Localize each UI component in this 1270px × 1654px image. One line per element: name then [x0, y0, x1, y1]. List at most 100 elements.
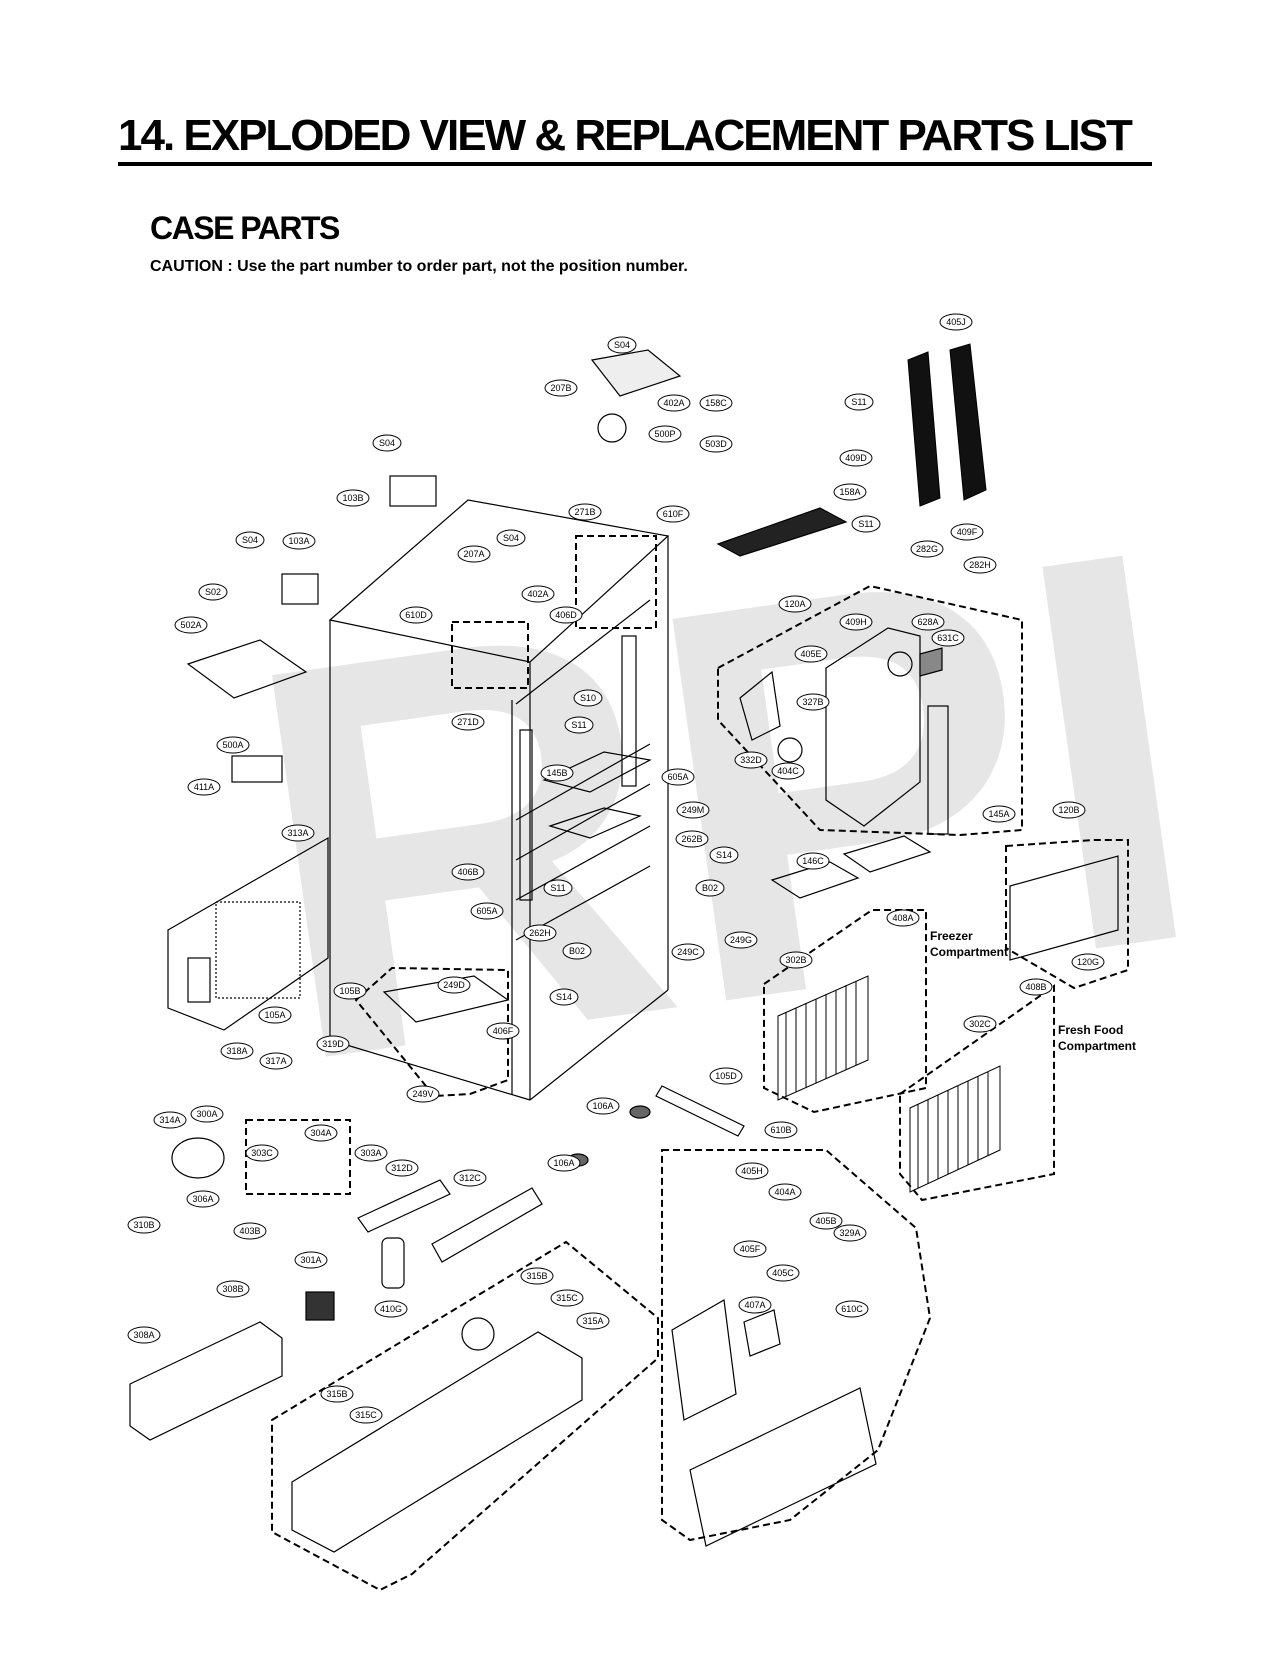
svg-text:610D: 610D	[405, 610, 427, 620]
svg-text:405C: 405C	[772, 1268, 794, 1278]
svg-text:249G: 249G	[730, 935, 752, 945]
part-label: 405F	[733, 1240, 767, 1258]
part-label: S11	[564, 716, 594, 734]
part-label: S10	[573, 689, 603, 707]
group-249v	[354, 966, 509, 1098]
part-label: 610D	[399, 606, 433, 624]
svg-text:409F: 409F	[957, 527, 978, 537]
back-panel	[167, 836, 329, 1031]
part-label: 605A	[661, 768, 695, 786]
svg-text:408A: 408A	[892, 913, 913, 923]
part-label: 312C	[453, 1169, 487, 1187]
part-label: 304A	[304, 1124, 338, 1142]
part-label: 318A	[220, 1042, 254, 1060]
svg-text:319D: 319D	[322, 1039, 344, 1049]
svg-text:408B: 408B	[1025, 982, 1046, 992]
svg-text:308A: 308A	[133, 1330, 154, 1340]
part-label: 310B	[127, 1216, 161, 1234]
group-271b	[575, 535, 657, 629]
part-label: 106A	[547, 1154, 581, 1172]
part-label: S11	[851, 515, 881, 533]
part-label: S11	[844, 393, 874, 411]
part-label: 249C	[671, 943, 705, 961]
svg-text:105A: 105A	[264, 1010, 285, 1020]
svg-text:405F: 405F	[740, 1244, 761, 1254]
group-271d	[451, 621, 529, 689]
part-label: 404C	[771, 762, 805, 780]
part-label: 406B	[451, 863, 485, 881]
part-label: S04	[607, 336, 637, 354]
svg-text:402A: 402A	[663, 398, 684, 408]
svg-text:315B: 315B	[326, 1389, 347, 1399]
svg-text:303C: 303C	[251, 1148, 273, 1158]
svg-text:B02: B02	[702, 883, 718, 893]
part-label: 405E	[794, 645, 828, 663]
part-label: 405C	[766, 1264, 800, 1282]
part-label: 300A	[190, 1105, 224, 1123]
part-label: 315C	[349, 1406, 383, 1424]
svg-text:282G: 282G	[916, 544, 938, 554]
svg-text:406D: 406D	[555, 610, 577, 620]
svg-text:282H: 282H	[969, 560, 991, 570]
svg-text:S04: S04	[614, 340, 630, 350]
part-label: 502A	[174, 616, 208, 634]
svg-text:B02: B02	[569, 946, 585, 956]
part-label: 262H	[523, 924, 557, 942]
svg-text:103A: 103A	[288, 536, 309, 546]
svg-text:312C: 312C	[459, 1173, 481, 1183]
svg-text:404A: 404A	[774, 1187, 795, 1197]
part-label: 402A	[521, 585, 555, 603]
svg-text:409H: 409H	[845, 617, 867, 627]
part-label: 103B	[336, 489, 370, 507]
part-label: S02	[198, 583, 228, 601]
svg-text:249D: 249D	[443, 980, 465, 990]
svg-text:631C: 631C	[937, 633, 959, 643]
part-label: 249M	[676, 801, 710, 819]
part-label: 308A	[127, 1326, 161, 1344]
part-label: 120A	[778, 595, 812, 613]
part-label: 106A	[586, 1097, 620, 1115]
fan-assembly-120a	[739, 627, 949, 835]
part-label: 302B	[779, 951, 813, 969]
svg-text:312D: 312D	[391, 1163, 413, 1173]
svg-text:304A: 304A	[310, 1128, 331, 1138]
svg-text:S11: S11	[858, 519, 873, 529]
compartment-annotations: Freezer Compartment Fresh Food Compartme…	[930, 929, 1136, 1053]
part-label: 405J	[939, 313, 973, 331]
part-label: 303C	[245, 1144, 279, 1162]
svg-text:S14: S14	[556, 992, 572, 1002]
part-label: 628A	[911, 613, 945, 631]
part-label: 610B	[764, 1121, 798, 1139]
part-label: 120G	[1071, 953, 1105, 971]
svg-text:405H: 405H	[741, 1166, 763, 1176]
svg-text:407A: 407A	[744, 1300, 765, 1310]
part-label: 329A	[833, 1224, 867, 1242]
svg-text:S11: S11	[550, 883, 565, 893]
svg-text:502A: 502A	[180, 620, 201, 630]
group-315a	[271, 1240, 659, 1592]
svg-text:306A: 306A	[192, 1194, 213, 1204]
svg-text:405B: 405B	[815, 1216, 836, 1226]
svg-text:105B: 105B	[339, 986, 360, 996]
svg-text:410G: 410G	[380, 1304, 402, 1314]
svg-text:262B: 262B	[681, 834, 702, 844]
misc-parts	[129, 349, 1119, 1553]
dashed-group-outlines	[245, 535, 1129, 1592]
svg-text:S02: S02	[205, 587, 221, 597]
group-302c	[899, 984, 1055, 1202]
part-label: 303A	[354, 1144, 388, 1162]
part-label: 145A	[982, 805, 1016, 823]
svg-text:106A: 106A	[553, 1158, 574, 1168]
part-label: 314A	[153, 1111, 187, 1129]
section-title: CASE PARTS	[150, 210, 340, 246]
part-label: 207A	[457, 545, 491, 563]
part-label: 403B	[233, 1222, 267, 1240]
part-label: 158A	[833, 483, 867, 501]
svg-text:158A: 158A	[839, 487, 860, 497]
part-label: S04	[372, 434, 402, 452]
part-label: 605A	[470, 902, 504, 920]
svg-text:315B: 315B	[526, 1271, 547, 1281]
part-label: 312D	[385, 1159, 419, 1177]
door-gasket-405j	[907, 343, 987, 507]
